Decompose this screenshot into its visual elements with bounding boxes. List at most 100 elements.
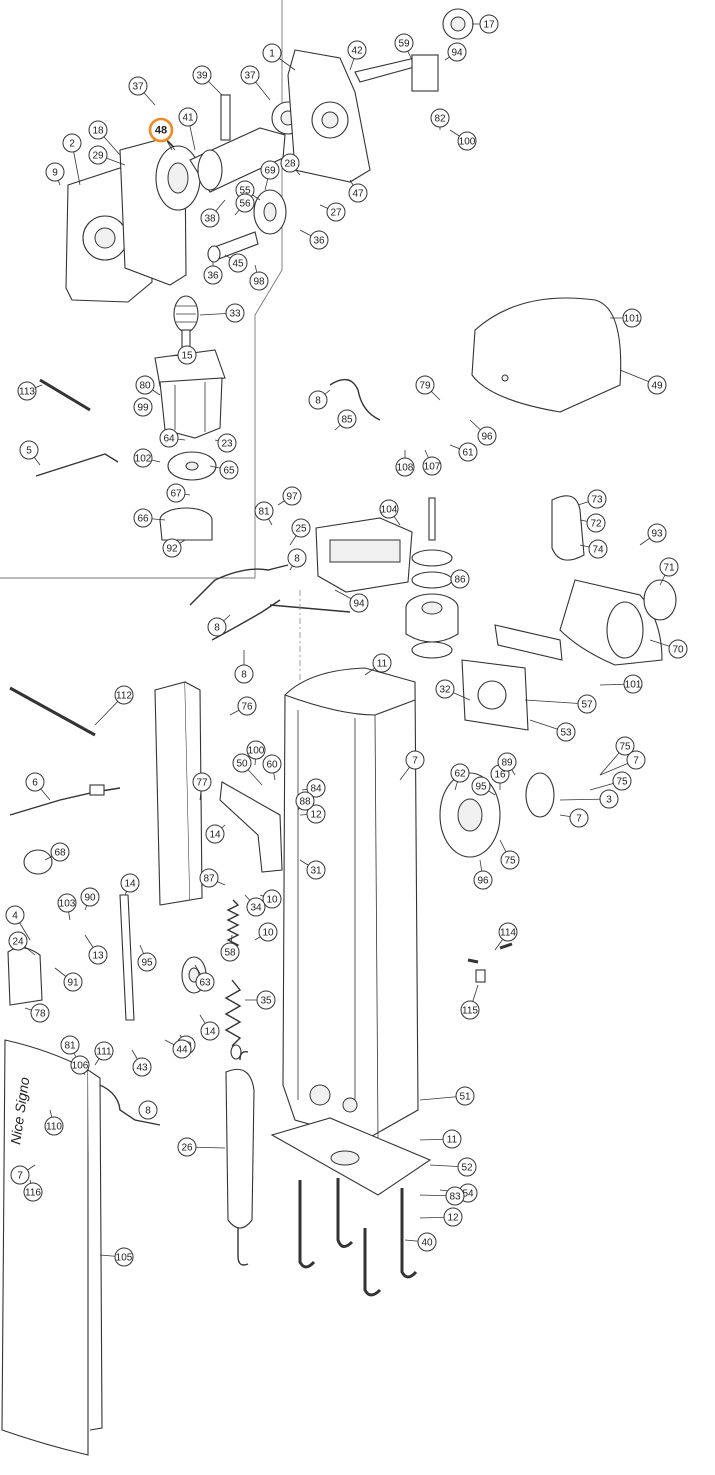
callout-circle bbox=[569, 808, 589, 828]
callout-15: 15 bbox=[169, 345, 197, 365]
bolt-87 bbox=[428, 497, 436, 541]
callout-number: 54 bbox=[462, 1189, 474, 1200]
callout-94: 94 bbox=[444, 42, 467, 62]
callout-91: 91 bbox=[54, 967, 83, 992]
callout-88: 88 bbox=[295, 791, 315, 811]
callout-106: 106 bbox=[70, 1055, 90, 1076]
callout-14: 14 bbox=[120, 873, 140, 896]
callout-71: 71 bbox=[659, 557, 679, 586]
transformer-87 bbox=[405, 549, 459, 659]
callout-circle bbox=[282, 486, 302, 506]
callout-96: 96 bbox=[469, 419, 497, 446]
callout-circle bbox=[60, 1035, 80, 1055]
callout-12: 12 bbox=[419, 1207, 463, 1227]
callout-circle bbox=[192, 772, 212, 792]
callout-circle bbox=[450, 763, 470, 783]
callout-8: 8 bbox=[234, 650, 254, 684]
callout-circle bbox=[254, 501, 274, 521]
callout-number: 106 bbox=[72, 1061, 89, 1072]
callout-number: 58 bbox=[224, 948, 236, 959]
callout-33: 33 bbox=[199, 303, 245, 323]
callout-circle bbox=[234, 664, 254, 684]
callout-circle bbox=[217, 433, 237, 453]
callout-39: 39 bbox=[192, 65, 223, 96]
tie-112 bbox=[9, 686, 96, 737]
callout-number: 101 bbox=[624, 314, 641, 325]
callout-circle bbox=[623, 674, 643, 694]
callout-circle bbox=[45, 162, 65, 182]
callout-circle bbox=[177, 345, 197, 365]
callout-4: 4 bbox=[5, 905, 31, 941]
callout-circle bbox=[326, 202, 346, 222]
callout-6: 6 bbox=[25, 772, 51, 801]
bracket-75 bbox=[551, 495, 585, 561]
callout-circle bbox=[94, 1041, 114, 1061]
callout-circle bbox=[23, 1182, 43, 1202]
callout-11: 11 bbox=[364, 653, 392, 676]
callout-100: 100 bbox=[246, 740, 266, 766]
lever-52 bbox=[219, 781, 283, 873]
callout-48: 48 bbox=[148, 117, 174, 151]
callout-number: 108 bbox=[397, 463, 414, 474]
callout-circle bbox=[626, 750, 646, 770]
callout-number: 94 bbox=[451, 48, 463, 59]
callout-circle bbox=[556, 722, 576, 742]
callout-5: 5 bbox=[19, 440, 41, 466]
callout-circle bbox=[280, 153, 300, 173]
callout-number: 18 bbox=[92, 126, 104, 137]
callout-24: 24 bbox=[8, 931, 36, 956]
callout-circle bbox=[435, 679, 455, 699]
callout-69: 69 bbox=[260, 160, 280, 191]
callout-number: 50 bbox=[236, 759, 248, 770]
callout-circle bbox=[306, 804, 326, 824]
callout-circle bbox=[647, 375, 667, 395]
callout-10: 10 bbox=[254, 922, 278, 942]
callout-74: 74 bbox=[579, 539, 608, 559]
callout-number: 3 bbox=[606, 795, 612, 806]
callout-number: 65 bbox=[223, 466, 235, 477]
callout-layer: 1234567777888889101011111212131414141516… bbox=[5, 14, 688, 1267]
callout-number: 57 bbox=[581, 700, 593, 711]
motor-body bbox=[159, 377, 223, 439]
base-plate-56 bbox=[270, 1117, 432, 1196]
callout-44: 44 bbox=[164, 1039, 192, 1059]
callout-86: 86 bbox=[449, 569, 470, 589]
callout-circle bbox=[232, 753, 252, 773]
callout-number: 14 bbox=[124, 879, 136, 890]
callout-circle bbox=[220, 942, 240, 962]
callout-8: 8 bbox=[287, 548, 307, 571]
callout-number: 67 bbox=[170, 489, 182, 500]
callout-11: 11 bbox=[419, 1129, 462, 1149]
spring-37 bbox=[224, 979, 242, 1060]
callout-circle bbox=[166, 483, 186, 503]
callout-99: 99 bbox=[133, 397, 153, 417]
callout-circle bbox=[455, 1086, 475, 1106]
gear-71 bbox=[253, 189, 287, 235]
callout-60: 60 bbox=[262, 754, 282, 781]
callout-number: 35 bbox=[260, 996, 272, 1007]
callout-number: 85 bbox=[341, 415, 353, 426]
callout-112: 112 bbox=[94, 685, 134, 726]
callout-circle bbox=[192, 65, 212, 85]
callout-107: 107 bbox=[422, 449, 442, 476]
callout-47: 47 bbox=[348, 179, 368, 203]
callout-101: 101 bbox=[599, 674, 643, 694]
callout-number: 115 bbox=[462, 1006, 478, 1017]
callout-circle bbox=[88, 945, 108, 965]
callout-114: 114 bbox=[494, 922, 518, 951]
callout-number: 81 bbox=[64, 1041, 76, 1052]
callout-7: 7 bbox=[599, 750, 646, 776]
callout-31: 31 bbox=[299, 859, 326, 880]
callout-number: 32 bbox=[439, 685, 451, 696]
callout-number: 7 bbox=[412, 756, 418, 767]
callout-98: 98 bbox=[249, 264, 269, 291]
callout-number: 66 bbox=[137, 514, 149, 525]
callout-number: 43 bbox=[136, 1063, 148, 1074]
callout-number: 5 bbox=[26, 446, 32, 457]
callout-number: 77 bbox=[196, 778, 208, 789]
seal-17 bbox=[442, 8, 474, 40]
callout-number: 12 bbox=[310, 810, 322, 821]
callout-number: 49 bbox=[651, 381, 663, 392]
callout-circle bbox=[240, 65, 260, 85]
callout-circle bbox=[114, 685, 134, 705]
